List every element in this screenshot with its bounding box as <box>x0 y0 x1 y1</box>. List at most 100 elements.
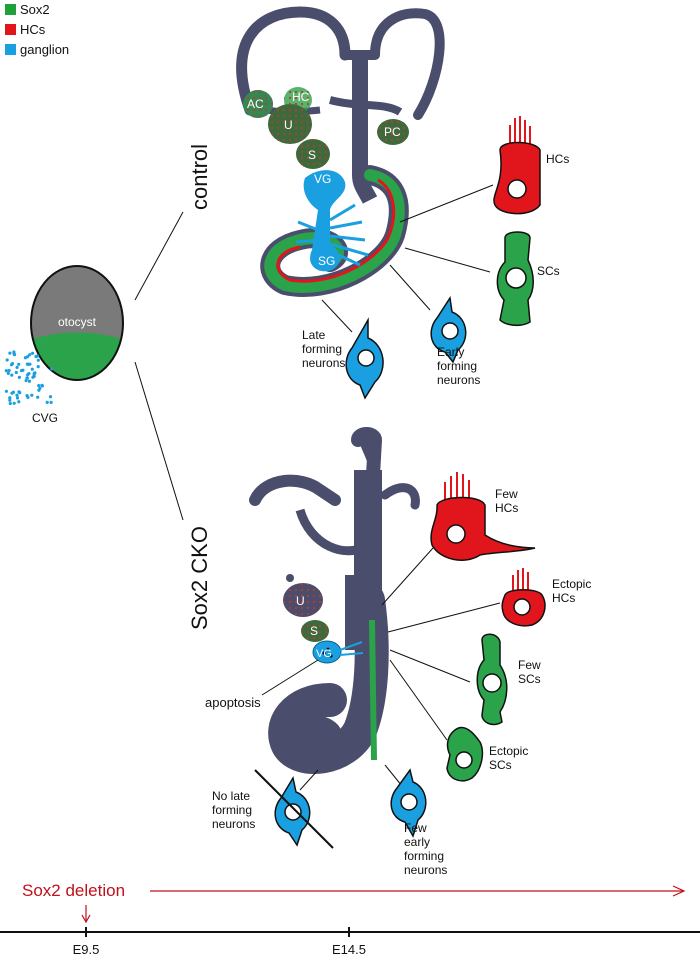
cvg-dot <box>4 389 8 393</box>
deletion-down-arrow-head <box>81 914 91 924</box>
structure-label-sg: SG <box>318 254 335 268</box>
apoptotic-dot <box>329 654 333 658</box>
late-neurons-label-2: forming <box>302 342 342 356</box>
cko-anterior-canal <box>249 474 341 506</box>
cko-inner-ear: U S VG <box>249 427 420 774</box>
cko-u-patch <box>283 583 323 617</box>
ganglion-fibers <box>295 203 369 267</box>
apoptosis-label: apoptosis <box>205 695 261 710</box>
otocyst-sox2-domain <box>31 332 123 380</box>
branch-line-cko <box>134 361 184 521</box>
few-early-neurons-label-3: forming <box>404 849 444 863</box>
posterior-canal <box>370 8 445 120</box>
cko-vg-fiber <box>339 641 363 651</box>
cko-title: Sox2 CKO <box>187 526 212 630</box>
structure-label-vg: VG <box>314 172 331 186</box>
cko-s-hc-dots <box>301 620 329 642</box>
cvg-dot <box>4 369 8 373</box>
cvg-dot <box>27 362 31 366</box>
cvg-dot <box>19 369 24 373</box>
ectopic-scs-label-2: SCs <box>489 758 512 772</box>
ectopic-hcs-label-2: HCs <box>552 591 575 605</box>
cvg-dot <box>17 375 21 379</box>
few-hc-nucleus <box>446 524 466 544</box>
legend-item-ganglion: ganglion <box>5 42 69 57</box>
cvg-dot <box>28 353 32 357</box>
cvg-dot <box>5 358 9 362</box>
stereocilia <box>509 116 531 145</box>
apoptosis-pointer <box>261 659 319 696</box>
legend-label: HCs <box>20 22 46 37</box>
few-sc-nucleus <box>482 673 502 693</box>
cvg-dot <box>8 351 12 355</box>
control-hair-cell: HCs <box>493 116 569 215</box>
cvg-dot <box>10 373 14 377</box>
legend-label: Sox2 <box>20 2 50 17</box>
cvg-dot <box>8 398 12 402</box>
cvg-label: CVG <box>32 411 58 425</box>
control-connectors <box>321 184 494 333</box>
cko-few-early-neuron: Few early forming neurons <box>390 768 447 877</box>
cvg-dot <box>37 384 41 388</box>
few-scs-label-2: SCs <box>518 672 541 686</box>
early-neuron-nucleus <box>441 322 459 340</box>
apoptotic-dot <box>322 651 326 655</box>
few-early-neurons-label-2: early <box>404 835 430 849</box>
legend-item-hcs: HCs <box>5 22 46 37</box>
cvg-dot <box>49 400 53 404</box>
cvg-dot <box>17 362 21 366</box>
s-hc-dots <box>296 139 330 169</box>
cko-no-late-neuron: No late forming neurons <box>212 769 334 849</box>
tick-label-e9-5: E9.5 <box>73 942 100 957</box>
cvg-dot <box>36 365 40 369</box>
branch-line-control <box>134 211 184 301</box>
few-hcs-label-1: Few <box>495 487 518 501</box>
sc-nucleus <box>505 267 527 289</box>
cross-out-line <box>254 769 334 849</box>
pc-hc-dots <box>377 119 409 145</box>
cvg-dot <box>32 374 36 378</box>
late-neurons-label-1: Late <box>302 328 326 342</box>
no-late-neurons-label-1: No late <box>212 789 250 803</box>
cvg-dot <box>15 396 20 400</box>
vg-sg-ganglion <box>303 170 346 272</box>
timeline: Sox2 deletion E9.5 E14.5 <box>0 881 700 957</box>
few-scs-label-1: Few <box>518 658 541 672</box>
cvg-dot <box>15 365 19 369</box>
cvg-dot <box>25 376 29 380</box>
cko-connectors <box>299 547 501 791</box>
early-neurons-label-3: neurons <box>437 373 480 387</box>
cvg-dot <box>7 368 11 373</box>
sox2-deletion-label: Sox2 deletion <box>22 881 125 900</box>
apoptotic-dot <box>326 647 330 651</box>
cko-few-hair-cell: Few HCs <box>430 472 536 561</box>
late-neurons-label-3: neurons <box>302 356 345 370</box>
structure-label-hc: HC <box>292 90 310 104</box>
stereocilia <box>512 568 529 590</box>
few-hcs-label-2: HCs <box>495 501 518 515</box>
cvg-dot <box>10 362 15 366</box>
ectopic-hcs-label-1: Ectopic <box>552 577 591 591</box>
legend: Sox2 HCs ganglion <box>5 2 69 57</box>
cvg-dot <box>12 350 16 354</box>
structure-label-s: S <box>308 148 316 162</box>
control-inner-ear: AC HC U S PC VG SG <box>236 6 445 297</box>
cvg-dot <box>14 370 18 375</box>
cko-sox2-strip <box>369 619 377 761</box>
cvg-dot <box>27 379 32 383</box>
cvg-dot <box>34 354 38 359</box>
cko-ectopic-hair-cell: Ectopic HCs <box>501 568 591 627</box>
cvg-dot <box>27 372 31 376</box>
cko-structure-label-s: S <box>310 624 318 638</box>
u-hc-dots <box>268 104 312 144</box>
no-late-neurons-label-3: neurons <box>212 817 255 831</box>
legend-swatch-hcs <box>5 24 16 35</box>
late-neuron-nucleus <box>357 349 375 367</box>
ac-hc-dots <box>243 90 273 118</box>
few-early-neurons-label-4: neurons <box>404 863 447 877</box>
cvg-dot <box>17 400 21 404</box>
structure-label-pc: PC <box>384 125 401 139</box>
cvg-dot <box>6 371 10 375</box>
cvg-dot <box>15 393 19 397</box>
cko-endolymphatic-duct <box>351 427 383 482</box>
